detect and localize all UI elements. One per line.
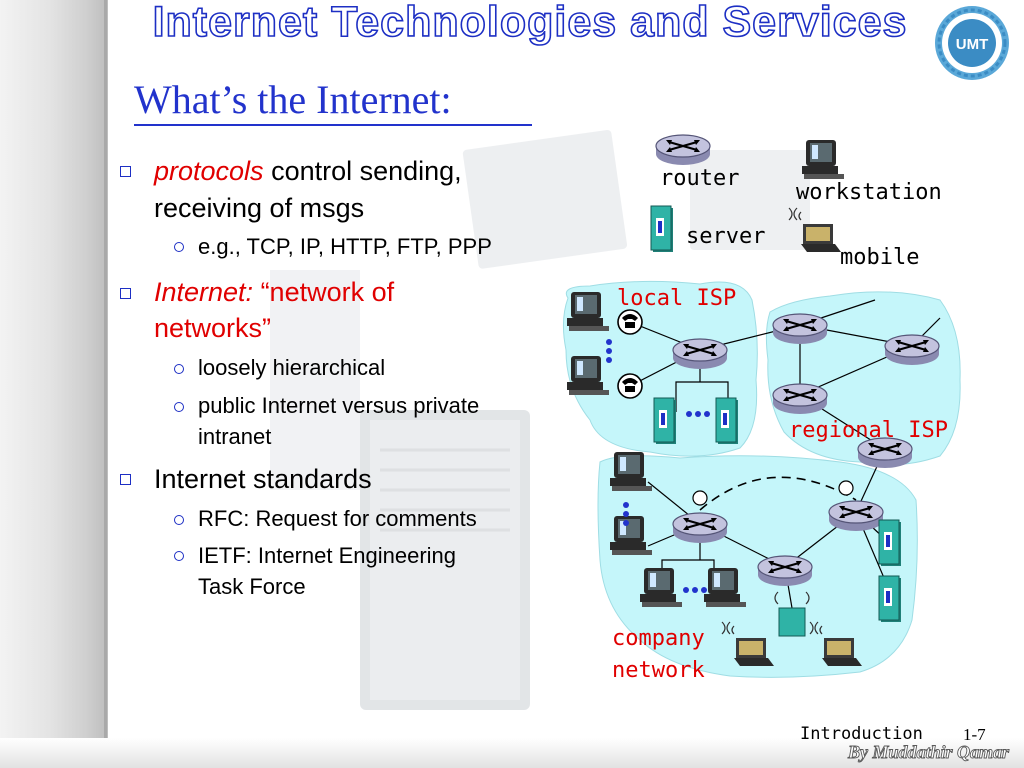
phone-icon [617,309,643,335]
company-network-label-line1: company [612,626,705,651]
bullet-standards: Internet standards [154,464,372,494]
access-point-icon [778,607,806,637]
server-icon [653,397,677,445]
footer-section-label: Introduction [800,724,923,744]
circle-bullet-icon [174,515,184,525]
local-isp-label: local ISP [617,286,737,311]
title-underline [134,124,532,126]
legend-label-router: router [660,166,740,191]
header-title: Internet Technologies and Services [152,0,908,47]
workstation-legend-icon [802,140,844,179]
circle-bullet-icon [174,364,184,374]
sub-bullet-continuation: Task Force [198,574,306,599]
bullet-text-line2: receiving of msgs [154,193,365,223]
square-bullet-icon [120,166,131,177]
router-icon [883,333,941,367]
bullet-text-line2: networks” [154,313,272,343]
server-legend-icon [650,205,674,253]
router-legend-icon [654,133,712,167]
router-icon [771,312,829,346]
background-computer-illustration [270,129,810,710]
regional-isp-label: regional ISP [789,418,948,443]
router-icon [756,554,814,588]
bullet-text: “network of [253,277,395,307]
router-icon [671,511,729,545]
footer-author: By Muddathir Qamar [848,742,1010,763]
legend-label-server: server [686,224,766,249]
square-bullet-icon [120,288,131,299]
circle-bullet-icon [174,402,184,412]
phone-icon [617,373,643,399]
page-title: What’s the Internet: [134,77,452,122]
sub-bullet: public Internet versus private [198,393,480,418]
router-icon [671,337,729,371]
server-icon [715,397,739,445]
square-bullet-icon [120,474,131,485]
footer-page-number: 1-7 [963,725,986,744]
sub-bullet: loosely hierarchical [198,355,386,380]
left-decorative-bar [0,0,108,768]
legend-label-workstation: workstation [796,180,942,205]
server-icon [878,575,902,623]
mobile-legend-icon [788,207,842,253]
router-icon [771,382,829,416]
sub-bullet: RFC: Request for comments [198,506,477,531]
sub-bullet: IETF: Internet Engineering [198,543,457,568]
bullet-text: control sending, [263,156,462,186]
bullet-lead: Internet: [154,277,254,307]
bullet-internet: Internet: “network of [154,276,394,308]
bullet-protocols: protocols control sending, [154,155,462,187]
company-network-label-line2: network [612,658,705,683]
circle-bullet-icon [174,242,184,252]
server-icon [878,519,902,567]
left-bar-edge [104,0,107,768]
university-logo: UMT [935,6,1009,80]
bullet-lead: protocols [154,156,264,186]
router-icon [827,499,885,533]
sub-bullet: e.g., TCP, IP, HTTP, FTP, PPP [198,234,492,259]
sub-bullet-continuation: intranet [198,424,272,449]
logo-text: UMT [956,36,989,53]
legend-label-mobile: mobile [840,245,920,270]
circle-bullet-icon [174,551,184,561]
bottom-band [0,738,1024,768]
